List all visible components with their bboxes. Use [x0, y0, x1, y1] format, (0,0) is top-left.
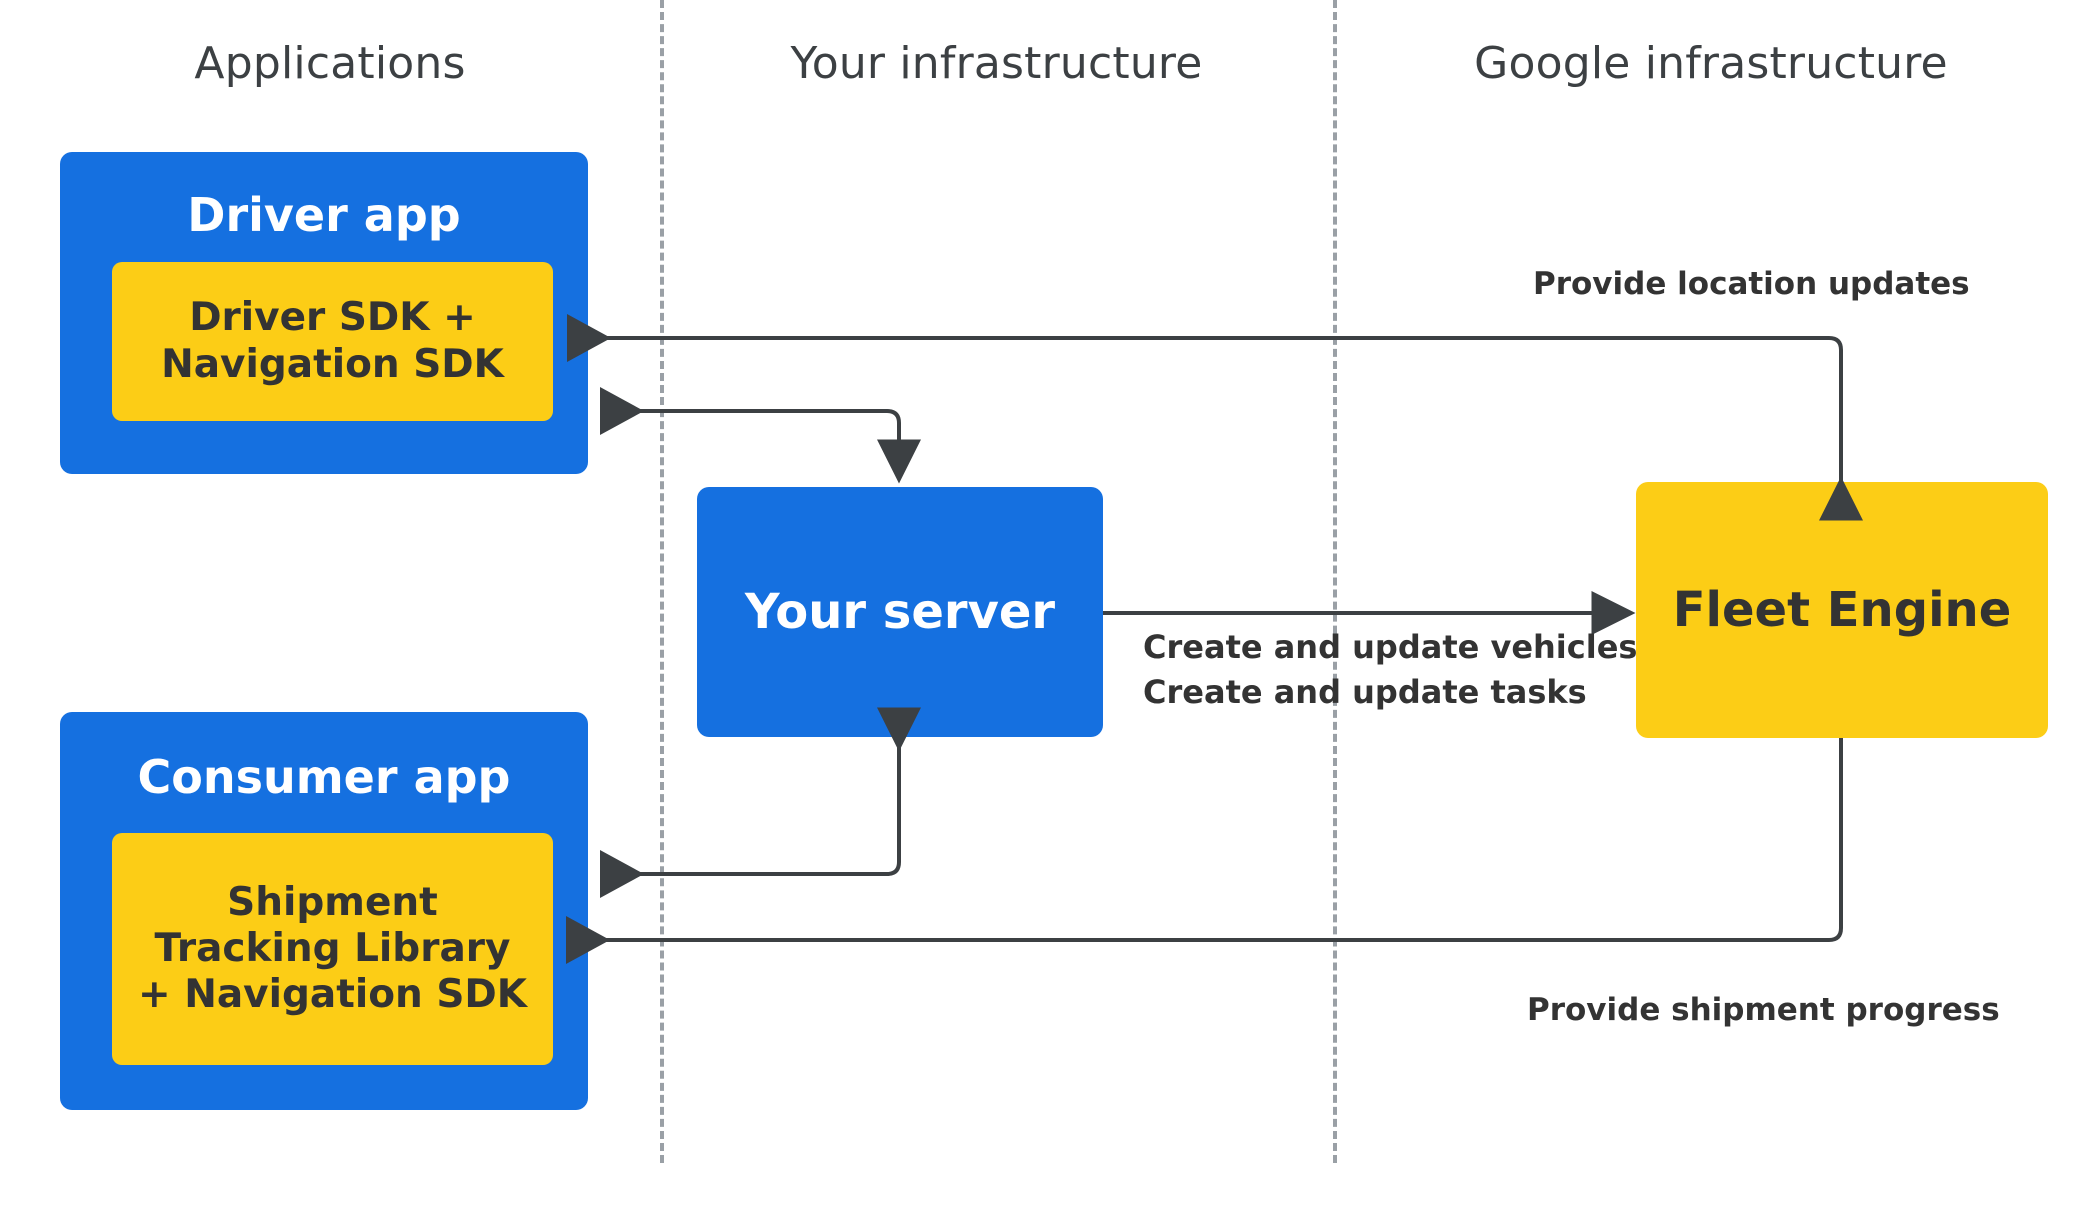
edge-fleet-engine-to-consumer-sdk	[566, 738, 1843, 964]
edge-fleet-engine-to-driver-sdk	[567, 314, 1863, 521]
node-consumer-sdk: Shipment Tracking Library + Navigation S…	[112, 833, 553, 1065]
edge-your-server-to-consumer-app	[600, 707, 921, 898]
column-divider-left	[660, 0, 664, 1163]
column-header-applications: Applications	[194, 38, 466, 89]
edge-driver-app-to-your-server	[600, 387, 921, 484]
edge-label-create-and-update-vehicles: Create and update vehicles	[1143, 628, 1638, 666]
consumer-sdk-line-3: + Navigation SDK	[137, 972, 528, 1017]
node-fleet-engine: Fleet Engine	[1636, 482, 2048, 738]
your-server-title: Your server	[744, 584, 1056, 640]
column-divider-right	[1333, 0, 1337, 1163]
node-your-server: Your server	[697, 487, 1103, 737]
driver-app-title: Driver app	[187, 188, 461, 242]
edge-label-provide-shipment-progress: Provide shipment progress	[1527, 992, 2000, 1028]
consumer-sdk-line-1: Shipment	[227, 879, 438, 925]
column-header-google-infrastructure: Google infrastructure	[1474, 38, 1948, 89]
fleet-engine-title: Fleet Engine	[1672, 582, 2012, 638]
driver-sdk-line-2: Navigation SDK	[161, 341, 504, 387]
driver-sdk-line-1: Driver SDK +	[189, 295, 476, 341]
consumer-app-title: Consumer app	[137, 750, 511, 804]
edge-label-create-and-update-tasks: Create and update tasks	[1143, 673, 1587, 711]
edge-label-provide-location-updates: Provide location updates	[1533, 266, 1970, 302]
consumer-sdk-line-2: Tracking Library	[154, 925, 511, 971]
column-header-your-infrastructure: Your infrastructure	[790, 38, 1203, 89]
node-driver-sdk: Driver SDK + Navigation SDK	[112, 262, 553, 421]
